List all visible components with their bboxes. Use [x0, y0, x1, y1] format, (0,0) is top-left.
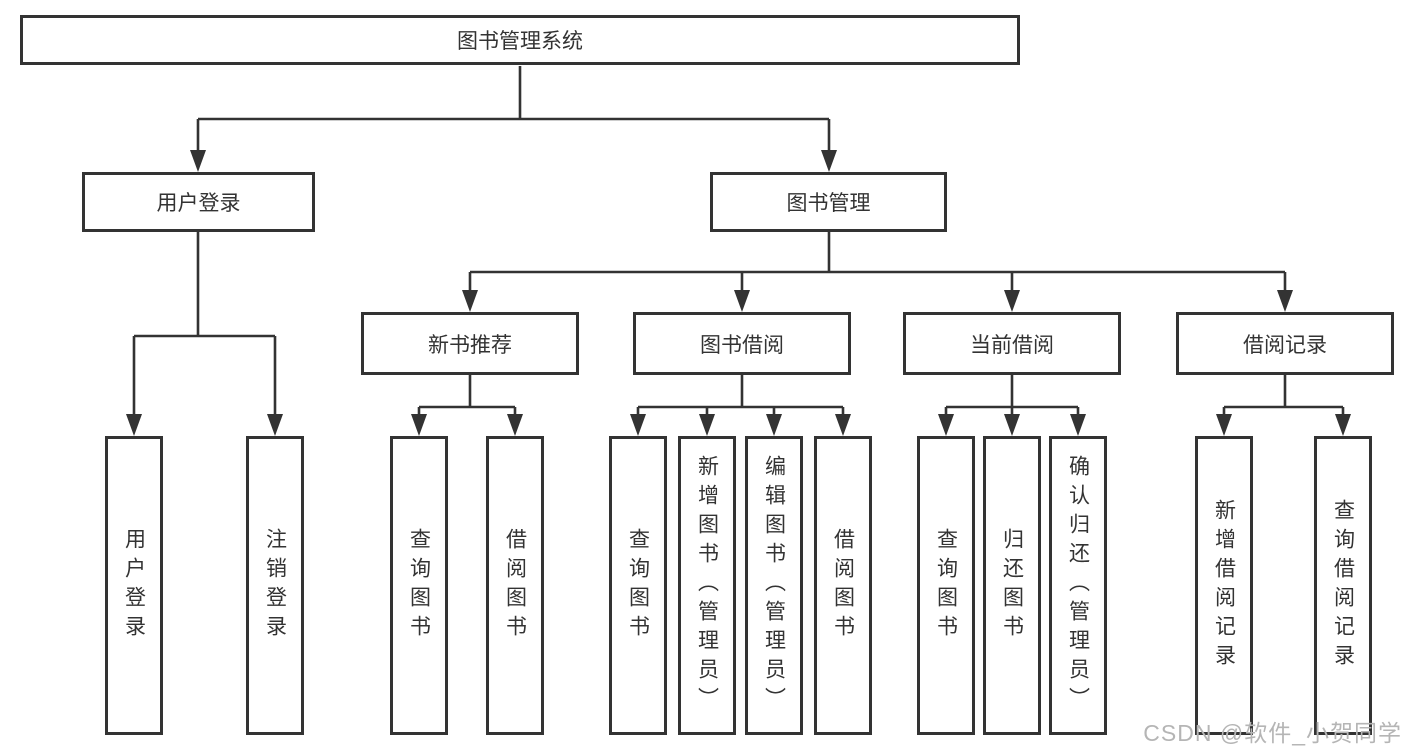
leaf-return-books: 归还图书 [983, 436, 1041, 735]
leaf-logout: 注销登录 [246, 436, 304, 735]
leaf-label: 借阅图书 [831, 527, 855, 644]
node-label: 图书借阅 [700, 333, 784, 357]
leaf-label: 查询图书 [934, 527, 958, 644]
leaf-label: 查询借阅记录 [1331, 498, 1355, 673]
leaf-borrow-books-recommend: 借阅图书 [486, 436, 544, 735]
leaf-confirm-return-admin: 确认归还（管理员） [1049, 436, 1107, 735]
node-borrow-records: 借阅记录 [1176, 312, 1394, 375]
leaf-label: 编辑图书（管理员） [762, 455, 786, 716]
node-book-management: 图书管理 [710, 172, 947, 232]
leaf-query-books-current: 查询图书 [917, 436, 975, 735]
node-root-library-system: 图书管理系统 [20, 15, 1020, 65]
node-label: 新书推荐 [428, 333, 512, 357]
node-label: 借阅记录 [1243, 333, 1327, 357]
leaf-borrow-books: 借阅图书 [814, 436, 872, 735]
node-label: 当前借阅 [970, 333, 1054, 357]
connector-lines [132, 66, 1345, 416]
leaf-edit-books-admin: 编辑图书（管理员） [745, 436, 803, 735]
csdn-watermark: CSDN @软件_小贺同学 [1143, 720, 1402, 746]
node-user-login: 用户登录 [82, 172, 315, 232]
leaf-add-borrow-record: 新增借阅记录 [1195, 436, 1253, 735]
leaf-label: 归还图书 [1000, 527, 1024, 644]
leaf-label: 新增图书（管理员） [695, 455, 719, 716]
node-label: 用户登录 [156, 192, 241, 215]
node-label: 图书管理系统 [457, 30, 583, 53]
leaf-query-borrow-record: 查询借阅记录 [1314, 436, 1372, 735]
leaf-query-books-recommend: 查询图书 [390, 436, 448, 735]
leaf-label: 借阅图书 [503, 527, 527, 644]
leaf-label: 新增借阅记录 [1212, 498, 1236, 673]
leaf-label: 确认归还（管理员） [1066, 455, 1090, 716]
leaf-query-books-borrow: 查询图书 [609, 436, 667, 735]
leaf-add-books-admin: 新增图书（管理员） [678, 436, 736, 735]
connector-arrowheads [126, 150, 1351, 436]
node-label: 图书管理 [786, 192, 871, 215]
leaf-label: 查询图书 [407, 527, 431, 644]
node-new-book-recommend: 新书推荐 [361, 312, 579, 375]
leaf-label: 注销登录 [263, 527, 287, 644]
leaf-user-login: 用户登录 [105, 436, 163, 735]
node-current-borrow: 当前借阅 [903, 312, 1121, 375]
leaf-label: 查询图书 [626, 527, 650, 644]
node-book-borrow: 图书借阅 [633, 312, 851, 375]
leaf-label: 用户登录 [122, 527, 146, 644]
